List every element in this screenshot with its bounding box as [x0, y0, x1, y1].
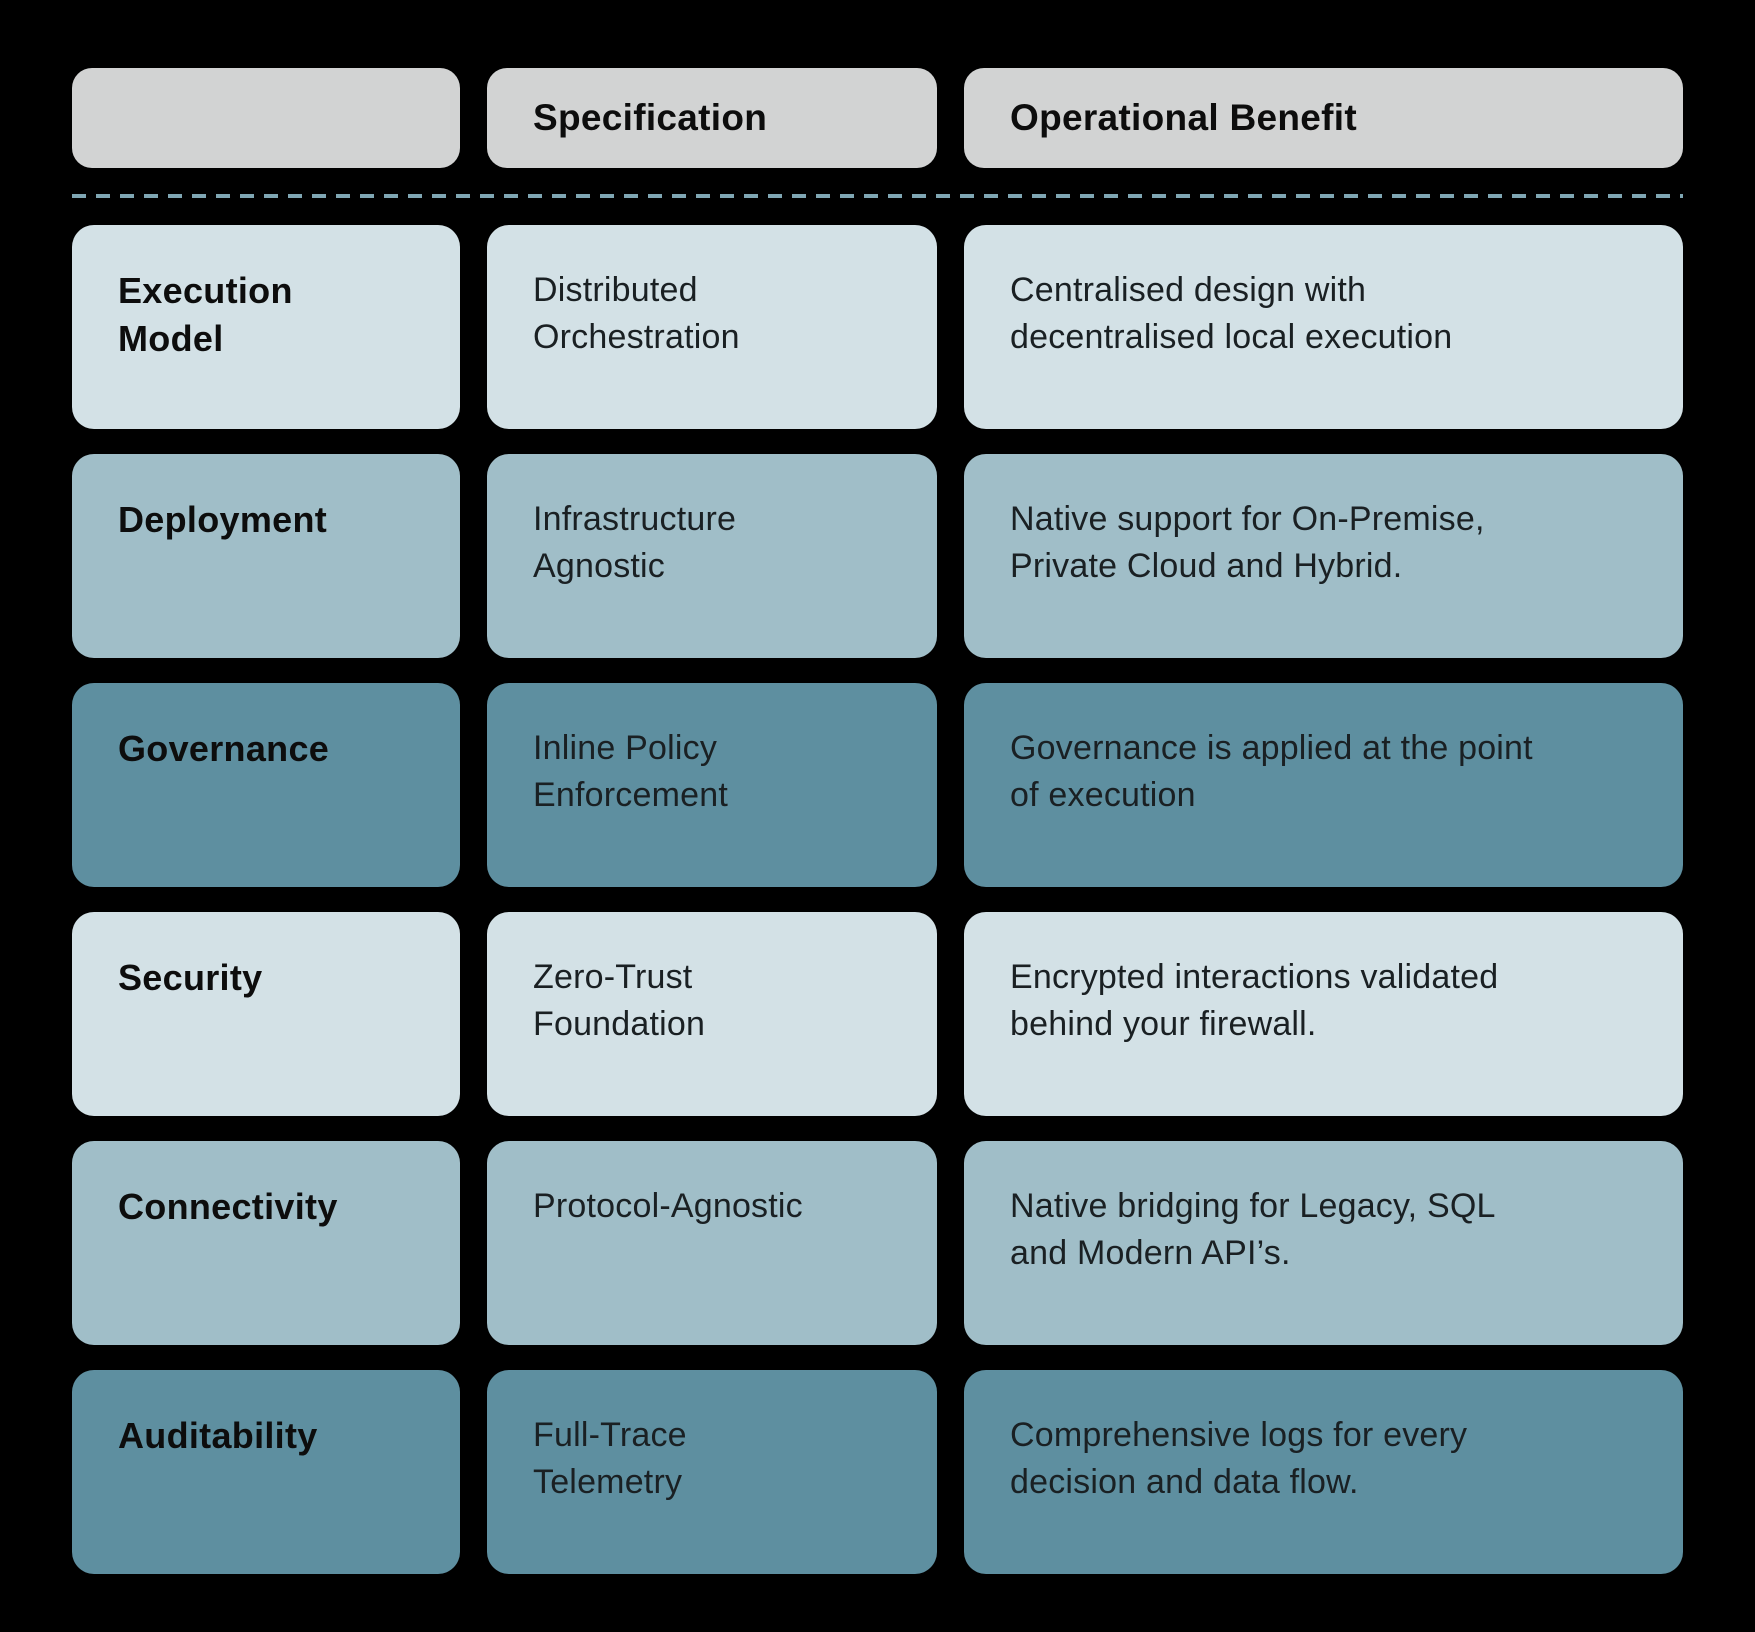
specification-cell: Distributed Orchestration: [487, 225, 937, 429]
specification-text: Full-Trace Telemetry: [533, 1416, 687, 1501]
benefit-cell: Centralised design with decentralised lo…: [964, 225, 1683, 429]
dashed-divider: [72, 194, 1683, 198]
feature-cell: Execution Model: [72, 225, 460, 429]
benefit-cell: Governance is applied at the point of ex…: [964, 683, 1683, 887]
header-cell-feature: [72, 68, 460, 168]
benefit-text: Governance is applied at the point of ex…: [1010, 729, 1533, 814]
specification-cell: Inline Policy Enforcement: [487, 683, 937, 887]
specification-cell: Infrastructure Agnostic: [487, 454, 937, 658]
benefit-text: Centralised design with decentralised lo…: [1010, 271, 1453, 356]
feature-label: Connectivity: [118, 1186, 338, 1227]
feature-cell: Governance: [72, 683, 460, 887]
specification-cell: Zero-Trust Foundation: [487, 912, 937, 1116]
specification-text: Distributed Orchestration: [533, 271, 740, 356]
feature-label: Auditability: [118, 1415, 318, 1456]
feature-cell: Auditability: [72, 1370, 460, 1574]
benefit-text: Comprehensive logs for every decision an…: [1010, 1416, 1468, 1501]
feature-label: Security: [118, 957, 263, 998]
benefit-text: Encrypted interactions validated behind …: [1010, 958, 1499, 1043]
benefit-cell: Comprehensive logs for every decision an…: [964, 1370, 1683, 1574]
benefit-cell: Native bridging for Legacy, SQL and Mode…: [964, 1141, 1683, 1345]
header-cell-specification: Specification: [487, 68, 937, 168]
header-label-operational-benefit: Operational Benefit: [1010, 97, 1357, 138]
specification-cell: Full-Trace Telemetry: [487, 1370, 937, 1574]
benefit-cell: Native support for On-Premise, Private C…: [964, 454, 1683, 658]
benefit-text: Native support for On-Premise, Private C…: [1010, 500, 1485, 585]
header-cell-operational-benefit: Operational Benefit: [964, 68, 1683, 168]
table-header: Specification Operational Benefit: [72, 68, 1683, 168]
header-label-specification: Specification: [533, 97, 768, 138]
specification-cell: Protocol-Agnostic: [487, 1141, 937, 1345]
feature-label: Execution Model: [118, 270, 293, 359]
feature-label: Governance: [118, 728, 330, 769]
feature-cell: Security: [72, 912, 460, 1116]
specification-text: Zero-Trust Foundation: [533, 958, 706, 1043]
benefit-text: Native bridging for Legacy, SQL and Mode…: [1010, 1187, 1496, 1272]
benefit-cell: Encrypted interactions validated behind …: [964, 912, 1683, 1116]
specification-text: Infrastructure Agnostic: [533, 500, 737, 585]
feature-cell: Deployment: [72, 454, 460, 658]
feature-cell: Connectivity: [72, 1141, 460, 1345]
specification-text: Inline Policy Enforcement: [533, 729, 728, 814]
feature-label: Deployment: [118, 499, 328, 540]
table-body: Execution Model Distributed Orchestratio…: [72, 225, 1683, 1574]
specification-text: Protocol-Agnostic: [533, 1187, 803, 1225]
